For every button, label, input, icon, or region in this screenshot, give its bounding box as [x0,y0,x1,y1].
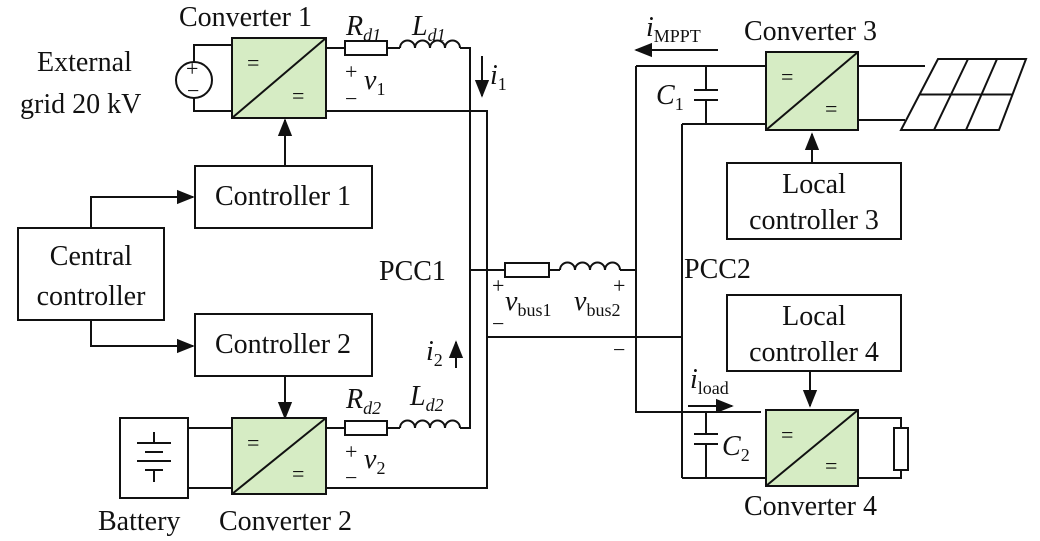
battery-icon [119,417,189,499]
v1-minus: − [345,86,357,111]
c2-label: C2 [722,431,750,465]
load-resistor [893,427,909,471]
controller-2-label: Controller 2 [215,329,351,360]
svg-text:=: = [825,96,837,121]
converter-1-block: = = [231,37,327,119]
vbus1-plus: + [492,273,504,298]
pcc1-label: PCC1 [379,256,446,287]
central-controller-line2: controller [37,281,147,312]
svg-text:+: + [186,56,198,81]
svg-text:=: = [292,83,304,108]
controller-2-box: Controller 2 [194,313,373,377]
v2-plus: + [345,439,357,464]
vbus1-label: vbus1 [505,286,551,320]
grid-voltage-source-icon: + − [175,44,232,112]
converter-2-title: Converter 2 [219,506,352,537]
capacitor-c1 [694,66,718,124]
v2-minus: − [345,465,357,490]
ld1-label: Ld1 [411,11,446,45]
i1-label: i1 [490,60,507,94]
vbus1-minus: − [492,311,504,336]
converter-1-title: Converter 1 [179,2,312,33]
converter-4-title: Converter 4 [744,491,877,522]
svg-text:=: = [781,422,793,447]
vbus2-minus: − [613,337,625,362]
vbus2-label: vbus2 [574,286,620,320]
svg-text:=: = [781,64,793,89]
converter-3-title: Converter 3 [744,16,877,47]
controller-1-box: Controller 1 [194,165,373,229]
ld2-label: Ld2 [409,381,444,415]
local-controller-4-line1: Local [782,301,846,332]
central-to-controller1-arrow [90,189,195,228]
impt-label: iMPPT [646,12,701,46]
central-to-controller2-arrow [90,320,195,354]
central-controller-line1: Central [50,241,133,272]
solar-panel-icon [899,58,1028,131]
c1-label: C1 [656,80,684,114]
central-controller-box: Central controller [17,227,165,321]
resistor-rd2 [344,420,388,436]
inductor-ld1 [399,39,461,49]
battery-label: Battery [98,506,180,537]
bus-inductor [559,261,621,271]
inductor-ld2 [399,419,461,429]
local-controller-4-line2: controller 4 [749,337,879,368]
i2-label: i2 [426,336,443,370]
rd2-label: Rd2 [345,384,381,418]
vbus2-plus: + [613,273,625,298]
controller-1-label: Controller 1 [215,181,351,212]
v1-plus: + [345,59,357,84]
converter-2-block: = = [231,417,327,495]
converter-4-block: = = [765,409,859,487]
v1-label: v1 [364,65,385,99]
converter-3-block: = = [765,51,859,131]
bus-resistor [504,262,550,278]
svg-text:=: = [247,430,259,455]
local-controller-3-line1: Local [782,169,846,200]
capacitor-c2 [694,433,718,478]
local-controller-3-line2: controller 3 [749,205,879,236]
local-controller-3-box: Local controller 3 [726,162,902,240]
grid-label-line1: External [37,47,132,78]
local-controller-4-box: Local controller 4 [726,294,902,372]
iload-label: iload [690,364,729,398]
rd1-label: Rd1 [345,11,381,45]
svg-text:=: = [825,453,837,478]
v2-label: v2 [364,444,385,478]
svg-text:−: − [187,78,199,103]
pcc2-label: PCC2 [684,254,751,285]
svg-text:=: = [247,50,259,75]
grid-label-line2: grid 20 kV [20,89,141,120]
svg-text:=: = [292,461,304,486]
